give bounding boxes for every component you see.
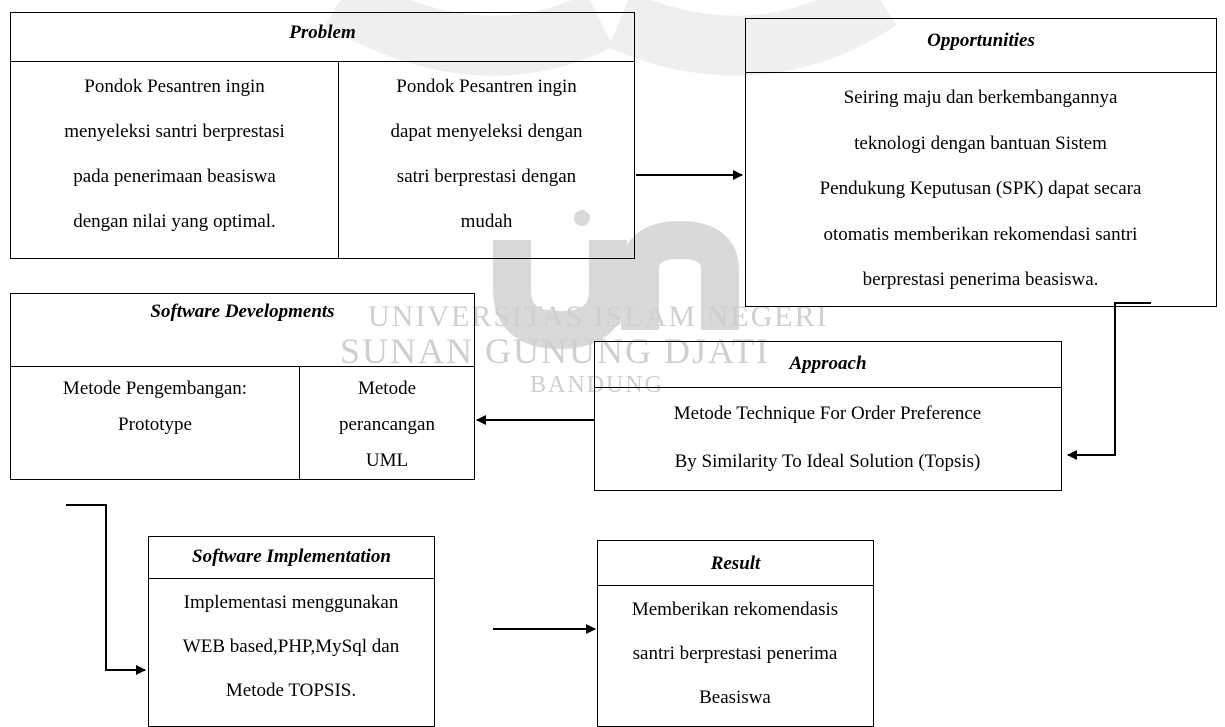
- software-developments-right-text: Metode perancangan UML: [339, 378, 435, 471]
- result-title: Result: [598, 541, 873, 586]
- watermark-line-2: SUNAN GUNUNG DJATI: [340, 331, 770, 371]
- opportunities-box: Opportunities Seiring maju dan berkemban…: [745, 18, 1217, 307]
- software-implementation-box: Software Implementation Implementasi men…: [148, 536, 435, 727]
- software-developments-box: Software Developments Metode Pengembanga…: [10, 293, 475, 480]
- problem-box: Problem Pondok Pesantren ingin menyeleks…: [10, 12, 635, 259]
- opportunities-title: Opportunities: [746, 19, 1216, 73]
- approach-title: Approach: [595, 342, 1061, 388]
- problem-divider: [338, 62, 339, 258]
- watermark-line-1: UNIVERSITAS ISLAM NEGERI: [368, 300, 829, 333]
- opportunities-text: Seiring maju dan berkembangannya teknolo…: [819, 87, 1142, 290]
- problem-left-text: Pondok Pesantren ingin menyeleksi santri…: [64, 76, 285, 232]
- software-developments-title: Software Developments: [11, 294, 474, 367]
- result-box: Result Memberikan rekomendasis santri be…: [597, 540, 874, 727]
- problem-title: Problem: [11, 13, 634, 62]
- software-developments-divider: [299, 367, 300, 479]
- software-implementation-text: Implementasi menggunakan WEB based,PHP,M…: [182, 592, 400, 701]
- problem-right-text: Pondok Pesantren ingin dapat menyeleksi …: [390, 76, 583, 232]
- approach-text: Metode Technique For Order Preference By…: [673, 403, 982, 472]
- arrow-software-developments-to-implementation: [66, 504, 146, 675]
- result-text: Memberikan rekomendasis santri berpresta…: [631, 599, 839, 708]
- software-developments-left-text: Metode Pengembangan: Prototype: [62, 378, 248, 435]
- arrow-opportunities-to-approach: [1067, 302, 1151, 460]
- watermark-line-3: BANDUNG: [530, 372, 664, 398]
- software-implementation-title: Software Implementation: [149, 537, 434, 579]
